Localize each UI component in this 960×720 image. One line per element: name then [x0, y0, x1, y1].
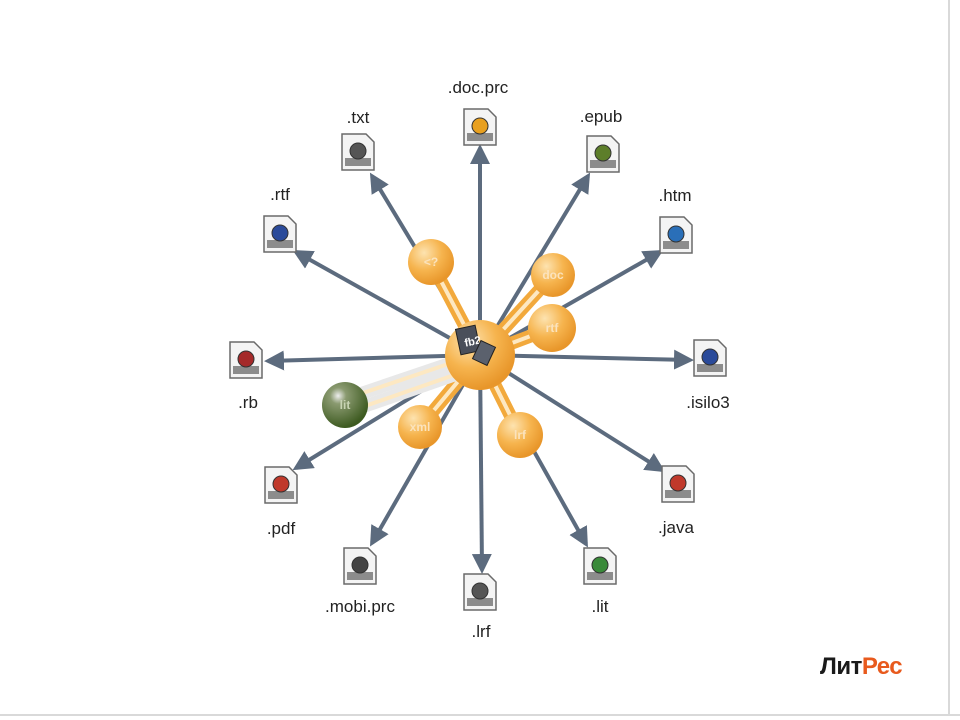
arrow-to-java [478, 353, 666, 473]
atom-label-lit: lit [340, 398, 351, 412]
hub-document-icon [454, 324, 482, 356]
litres-logo: ЛитРес [820, 652, 903, 682]
format-label-htm: .htm [658, 186, 692, 205]
pdf-file-icon [264, 466, 298, 504]
atom-lit [322, 382, 368, 428]
atom-lrf [497, 412, 543, 458]
format-label-epub: .epub [579, 107, 623, 126]
atom-label-doc: doc [542, 268, 564, 282]
format-label-txt: .txt [346, 108, 370, 127]
arrow-to-rb [264, 350, 481, 371]
arrow-to-rtf [292, 250, 481, 357]
lrf-file-icon [463, 573, 497, 611]
txt-file-icon [341, 133, 375, 171]
atom-doc [531, 253, 575, 297]
format-label-rtf: .rtf [270, 185, 290, 204]
arrow-to-lrf [471, 354, 492, 574]
atom-label-rtf: rtf [546, 321, 560, 335]
atom-label-xml: xml [410, 420, 431, 434]
format-label-isilo3: .isilo3 [686, 393, 730, 412]
java-file-icon [661, 465, 695, 503]
logo-part-2: Рес [861, 653, 903, 680]
logo-part-1: Лит [820, 653, 862, 680]
atom-xml [398, 405, 442, 449]
format-label-doc-prc: .doc.prc [447, 78, 509, 97]
format-label-lrf: .lrf [471, 622, 491, 641]
ie-file-icon [659, 216, 693, 254]
atom-label-lrf: lrf [514, 428, 527, 442]
isilo-file-icon [693, 339, 727, 377]
pda-file-icon [463, 108, 497, 146]
frame-bottom-edge [0, 714, 960, 716]
format-label-java: .java [658, 518, 694, 537]
atom-rtf [528, 304, 576, 352]
arrow-to-isilo3 [479, 349, 694, 370]
mobi-file-icon [343, 547, 377, 585]
format-label-pdf: .pdf [266, 519, 296, 538]
format-label-mobi-prc: .mobi.prc [325, 597, 395, 616]
hub-book-icon [471, 339, 497, 367]
atom-label-xml-decl: <? [424, 255, 438, 269]
format-label-lit: .lit [591, 597, 609, 616]
rtf-file-icon [263, 215, 297, 253]
hub-label: fb2 [463, 334, 482, 349]
lit-file-icon [583, 547, 617, 585]
epub-file-icon [586, 135, 620, 173]
atom-xml-decl [408, 239, 454, 285]
frame-right-edge [948, 0, 950, 716]
format-label-rb: .rb [238, 393, 258, 412]
rb-file-icon [229, 341, 263, 379]
